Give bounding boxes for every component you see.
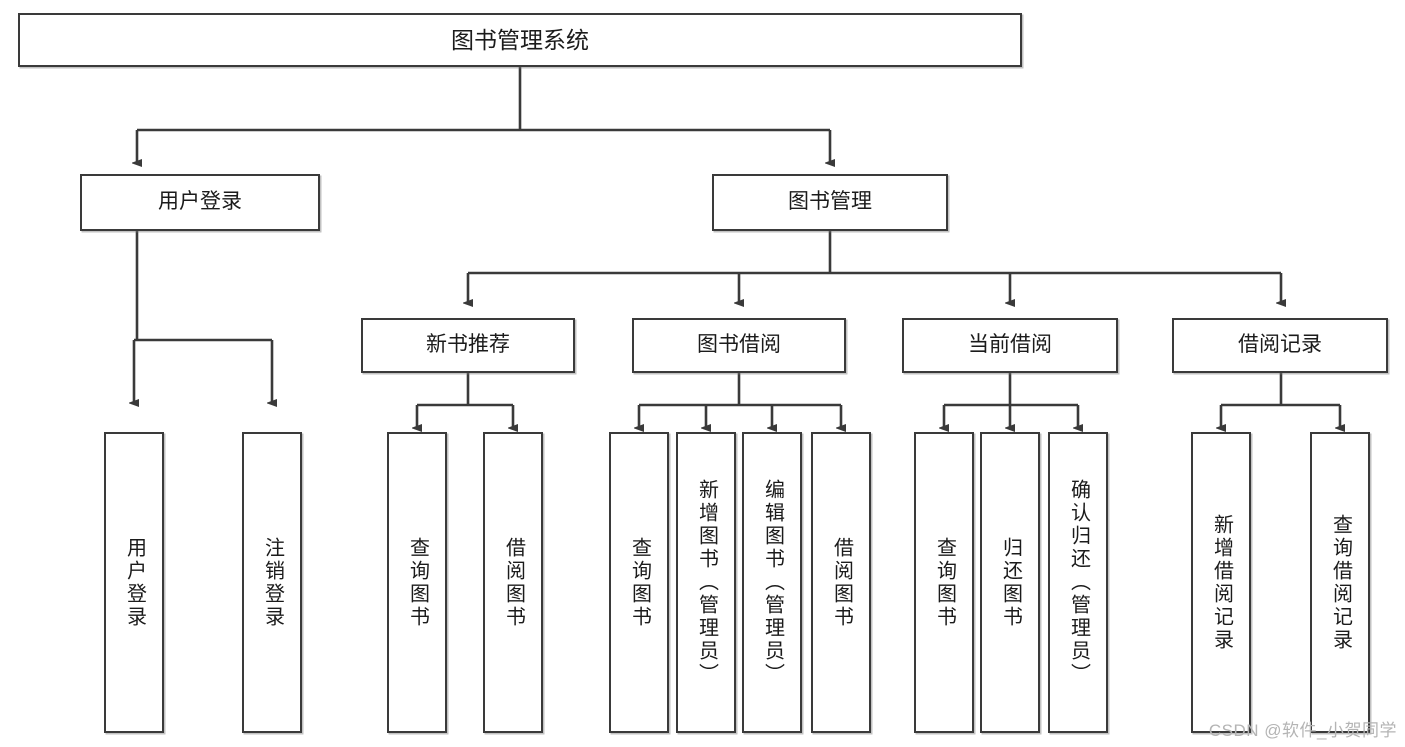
node-label: 借阅图书 <box>502 536 525 629</box>
node-leaf-add-borrow-record[interactable]: 新增借阅记录 <box>1191 432 1251 733</box>
node-label: 查询图书 <box>933 536 956 629</box>
node-label: 借阅图书 <box>830 536 853 629</box>
node-leaf-edit-book-admin[interactable]: 编辑图书（管理员） <box>742 432 802 733</box>
node-root-book-management-system[interactable]: 图书管理系统 <box>18 13 1022 67</box>
node-leaf-user-login[interactable]: 用户登录 <box>104 432 164 733</box>
node-label: 图书管理系统 <box>451 26 589 53</box>
node-borrow-records[interactable]: 借阅记录 <box>1172 318 1388 373</box>
node-current-borrow[interactable]: 当前借阅 <box>902 318 1118 373</box>
node-leaf-borrow-book[interactable]: 借阅图书 <box>811 432 871 733</box>
node-label: 查询图书 <box>628 536 651 629</box>
node-leaf-logout[interactable]: 注销登录 <box>242 432 302 733</box>
node-label: 新增借阅记录 <box>1210 513 1233 652</box>
node-label: 当前借阅 <box>968 333 1052 357</box>
node-label: 注销登录 <box>261 536 284 629</box>
node-user-login[interactable]: 用户登录 <box>80 174 320 231</box>
node-leaf-return-book[interactable]: 归还图书 <box>980 432 1040 733</box>
node-leaf-query-book-current[interactable]: 查询图书 <box>914 432 974 733</box>
node-book-borrow[interactable]: 图书借阅 <box>632 318 846 373</box>
node-label: 用户登录 <box>158 190 242 214</box>
node-label: 图书管理 <box>788 190 872 214</box>
node-label: 确认归还（管理员） <box>1067 479 1090 686</box>
node-label: 用户登录 <box>123 536 146 629</box>
node-label: 借阅记录 <box>1238 333 1322 357</box>
node-label: 查询图书 <box>406 536 429 629</box>
node-leaf-query-book-recommend[interactable]: 查询图书 <box>387 432 447 733</box>
node-book-management[interactable]: 图书管理 <box>712 174 948 231</box>
node-label: 归还图书 <box>999 536 1022 629</box>
node-label: 新增图书（管理员） <box>695 479 718 686</box>
node-leaf-confirm-return-admin[interactable]: 确认归还（管理员） <box>1048 432 1108 733</box>
node-new-book-recommend[interactable]: 新书推荐 <box>361 318 575 373</box>
node-label: 图书借阅 <box>697 333 781 357</box>
node-leaf-query-borrow-record[interactable]: 查询借阅记录 <box>1310 432 1370 733</box>
watermark-text: CSDN @软件_小贺同学 <box>1208 721 1397 740</box>
node-label: 查询借阅记录 <box>1329 513 1352 652</box>
node-label: 新书推荐 <box>426 333 510 357</box>
node-label: 编辑图书（管理员） <box>761 479 784 686</box>
node-leaf-add-book-admin[interactable]: 新增图书（管理员） <box>676 432 736 733</box>
node-leaf-borrow-book-recommend[interactable]: 借阅图书 <box>483 432 543 733</box>
node-leaf-query-book[interactable]: 查询图书 <box>609 432 669 733</box>
